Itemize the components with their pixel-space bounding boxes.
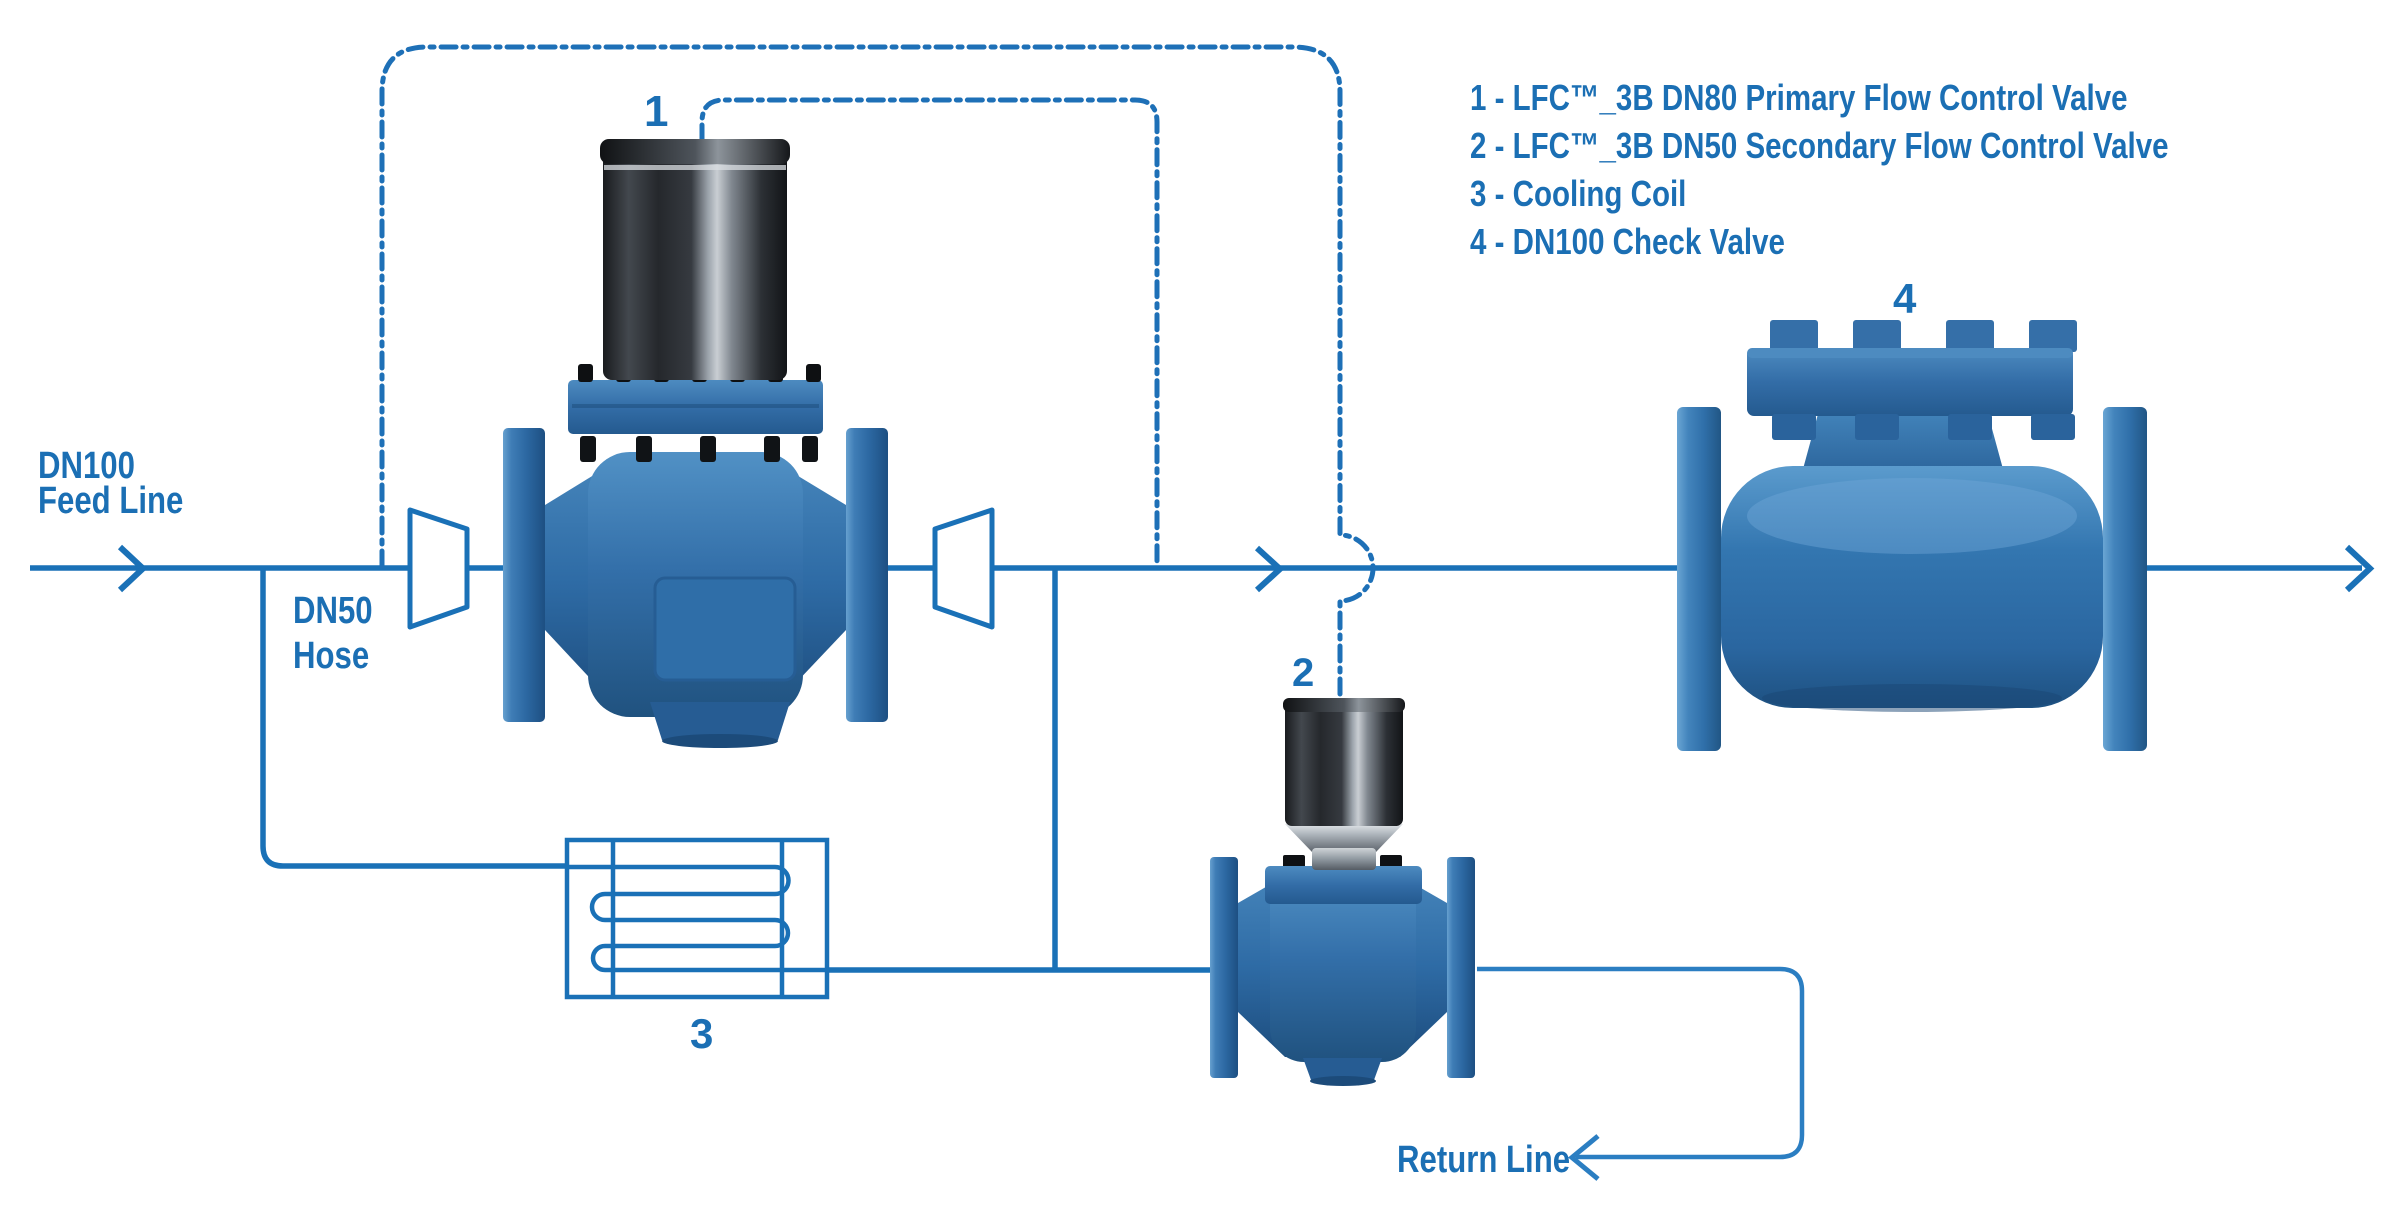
valve2-actuator-shoulder xyxy=(1285,824,1403,852)
outlet-arrow-icon xyxy=(2344,544,2375,593)
valve1-skirt xyxy=(650,702,790,740)
return-line-path xyxy=(1477,966,1805,1160)
valve-2-secondary xyxy=(1210,698,1475,1086)
hose-reducer-right xyxy=(932,507,995,630)
valve2-base xyxy=(1310,1076,1376,1086)
legend: 1 - LFC™_3B DN80 Primary Flow Control Va… xyxy=(1470,77,2169,261)
cooling-coil xyxy=(564,837,830,1000)
valve2-actuator-cap xyxy=(1283,698,1405,712)
return-arrow-icon xyxy=(1568,1134,1600,1181)
coil-branch-line xyxy=(260,568,567,869)
check-valve-flange-right xyxy=(2103,407,2147,751)
outer-sensing-line xyxy=(379,44,1376,699)
valve1-actuator-cap xyxy=(600,139,790,164)
legend-item-3: 3 - Cooling Coil xyxy=(1470,173,1686,213)
mid-arrow-icon xyxy=(1254,545,1285,593)
valve2-body-center xyxy=(1270,872,1416,1062)
control-lines xyxy=(379,44,1376,699)
check-valve-shadow xyxy=(1762,684,2062,712)
hose-label-line1: DN50 xyxy=(293,590,373,632)
valve2-actuator xyxy=(1285,700,1403,826)
legend-item-2: 2 - LFC™_3B DN50 Secondary Flow Control … xyxy=(1470,125,2169,165)
coil-serpentine xyxy=(567,864,830,973)
inner-sensing-line xyxy=(699,97,1160,569)
text-labels: DN100 Feed Line DN50 Hose Return Line 1 … xyxy=(38,87,1917,1181)
valve1-flange-left xyxy=(503,428,545,722)
item-number-1: 1 xyxy=(644,87,668,136)
valve2-actuator-stem xyxy=(1312,848,1376,870)
coil-shell xyxy=(564,837,830,1000)
check-valve-body xyxy=(1721,466,2103,708)
valve1-neck-bolts xyxy=(580,436,818,462)
valve-1-primary xyxy=(503,139,888,748)
item-number-4: 4 xyxy=(1893,275,1917,322)
valve2-bonnet-flange xyxy=(1265,866,1422,904)
legend-item-4: 4 - DN100 Check Valve xyxy=(1470,221,1785,261)
check-valve-cap-top-edge xyxy=(1747,348,2073,358)
valve2-flange-right xyxy=(1447,857,1475,1078)
legend-item-1: 1 - LFC™_3B DN80 Primary Flow Control Va… xyxy=(1470,77,2128,117)
feed-arrow-icon xyxy=(117,544,148,593)
valve1-bonnet-seam xyxy=(572,404,819,408)
check-valve-flange-left xyxy=(1677,407,1721,751)
valve1-base xyxy=(662,734,778,748)
valve1-actuator-ring xyxy=(604,165,786,170)
feed-line-label-line2: Feed Line xyxy=(38,480,183,522)
check-valve-cap xyxy=(1747,348,2073,416)
item-number-3: 3 xyxy=(690,1010,713,1057)
valve1-flange-right xyxy=(846,428,888,722)
check-valve-hanging-bolts xyxy=(1772,414,2075,440)
item-number-2: 2 xyxy=(1292,651,1314,695)
check-valve xyxy=(1677,320,2147,751)
valve2-seal-right xyxy=(1380,855,1402,868)
check-valve-cap-bolts xyxy=(1770,320,2077,352)
valve1-gusset xyxy=(653,576,797,682)
valve2-flange-left xyxy=(1210,857,1238,1078)
hose-label-line2: Hose xyxy=(293,635,369,677)
valve2-seal-left xyxy=(1283,855,1305,868)
valve2-skirt xyxy=(1303,1058,1382,1080)
check-valve-highlight xyxy=(1747,478,2077,554)
process-lines xyxy=(30,565,2362,1160)
feed-line-label-line1: DN100 xyxy=(38,445,135,487)
return-line-label: Return Line xyxy=(1397,1139,1570,1181)
valve1-actuator xyxy=(603,142,787,380)
flow-arrows xyxy=(117,544,2375,1181)
hose-reducer-left xyxy=(407,507,470,630)
